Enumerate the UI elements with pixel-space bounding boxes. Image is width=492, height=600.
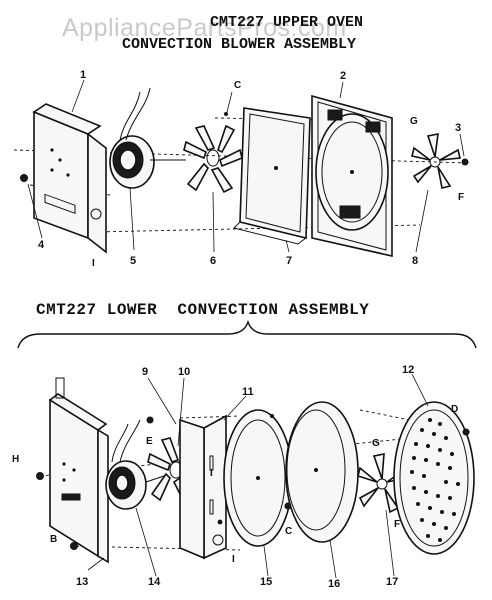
letter-e-lower: E (146, 436, 153, 447)
lower-bracket-plate (48, 377, 109, 564)
lower-housing-panel (179, 414, 227, 560)
letter-g-upper: G (410, 116, 418, 127)
upper-nut-3 (461, 158, 469, 166)
upper-fan-blade (411, 132, 462, 189)
letter-c-lower: C (285, 526, 292, 537)
lower-fan-cover-ring (223, 409, 293, 547)
upper-blower-motor (109, 87, 186, 189)
lower-screw-h (36, 472, 44, 480)
upper-title-line1: CMT227 UPPER OVEN (210, 14, 363, 31)
upper-bracket-plate (32, 103, 107, 254)
letter-i-lower-2: I (232, 554, 235, 565)
callout-8: 8 (412, 255, 418, 267)
lower-perforated-baffle (393, 401, 475, 555)
lower-screw-e (146, 416, 154, 424)
lower-screw-d (462, 428, 470, 436)
letter-d-lower: D (451, 404, 458, 415)
letter-h-lower: H (12, 454, 19, 465)
upper-assembly (13, 79, 471, 257)
upper-title-line2: CONVECTION BLOWER ASSEMBLY (122, 36, 356, 53)
callout-6: 6 (210, 255, 216, 267)
lower-blower-motor (105, 419, 147, 510)
callout-13: 13 (76, 576, 88, 588)
letter-f-upper: F (458, 192, 464, 203)
letter-b-lower: B (50, 534, 57, 545)
callout-12: 12 (402, 364, 414, 376)
lower-cover-dish (285, 401, 359, 543)
callout-10: 10 (178, 366, 190, 378)
letter-f-lower: F (394, 519, 400, 530)
callout-5: 5 (130, 255, 136, 267)
watermark: AppliancePartsPros.com (62, 14, 347, 42)
upper-gasket-panel (233, 107, 311, 245)
callout-9: 9 (142, 366, 148, 378)
callout-11: 11 (242, 386, 254, 398)
callout-3: 3 (455, 122, 461, 134)
callout-1: 1 (80, 69, 86, 81)
lower-title: CMT227 LOWER CONVECTION ASSEMBLY (36, 301, 369, 319)
lower-assembly (36, 373, 475, 579)
callout-14: 14 (148, 576, 161, 588)
callout-7: 7 (286, 255, 292, 267)
lower-brace (17, 319, 477, 349)
callout-4: 4 (38, 239, 45, 251)
letter-i-lower-1: I (210, 468, 213, 479)
callout-16: 16 (328, 578, 340, 590)
letter-c-upper: C (234, 80, 241, 91)
lower-screw-b (70, 542, 78, 550)
callout-15: 15 (260, 576, 272, 588)
letter-i-upper: I (92, 258, 95, 269)
upper-screw-4 (20, 174, 28, 182)
letter-g-lower: G (372, 438, 380, 449)
upper-blower-housing (311, 94, 393, 257)
callout-2: 2 (340, 70, 346, 82)
callout-17: 17 (386, 576, 398, 588)
upper-blower-wheel (183, 124, 243, 194)
